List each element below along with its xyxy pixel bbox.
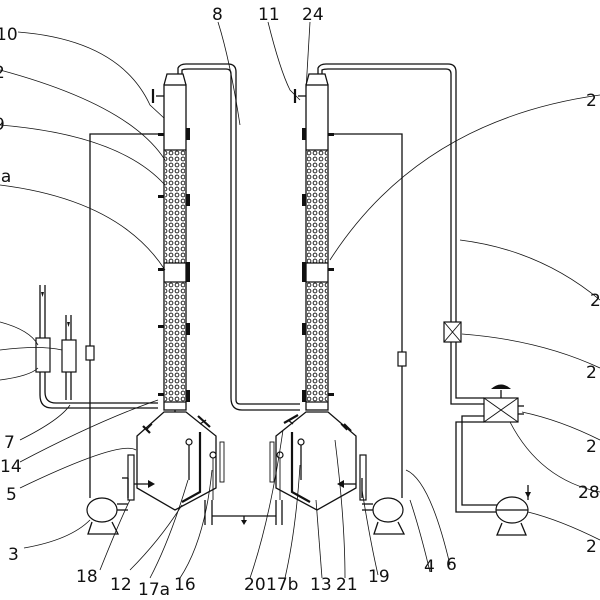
vapor-pipes: [177, 63, 524, 513]
label-8: 8: [212, 5, 223, 25]
right-reflux-line: [334, 133, 407, 498]
left-column-packing-lower: [165, 282, 185, 402]
left-reflux-line: [85, 133, 158, 498]
label-5: 5: [6, 485, 17, 505]
left-pump: [86, 477, 155, 535]
label-9: 9: [0, 115, 5, 135]
reference-labels: 10 8 11 24 2 9 9a 7 14 5 3 18 12 17a 16 …: [0, 5, 600, 600]
label-11: 11: [258, 5, 280, 25]
label-17b: 17b: [266, 575, 298, 595]
label-right-2: 2: [586, 363, 597, 383]
right-reboiler: [269, 411, 367, 525]
label-7: 7: [4, 433, 15, 453]
label-9a: 9a: [0, 167, 11, 187]
right-top-valve: [293, 89, 306, 103]
label-21: 21: [336, 575, 358, 595]
left-column-packing-upper: [165, 150, 185, 263]
right-column-flanges: [302, 128, 334, 402]
left-reboiler: [127, 410, 225, 525]
label-18: 18: [76, 567, 98, 587]
label-12: 12: [110, 575, 132, 595]
label-20: 20: [244, 575, 266, 595]
label-10: 10: [0, 25, 18, 45]
right-column-packing-upper: [307, 150, 327, 263]
label-right-28: 28: [578, 483, 600, 503]
label-24: 24: [302, 5, 324, 25]
label-16: 16: [174, 575, 196, 595]
label-right-4: 2: [586, 537, 597, 557]
label-right-1: 2: [586, 91, 597, 111]
right-small-pump: [337, 478, 406, 535]
label-3: 3: [8, 545, 19, 565]
left-column-flanges: [158, 128, 190, 402]
right-pump: [495, 485, 531, 536]
label-2-top: 2: [0, 63, 5, 83]
label-19: 19: [368, 567, 390, 587]
right-column: [293, 73, 334, 411]
label-14: 14: [0, 457, 22, 477]
left-column: [151, 73, 190, 411]
bottom-connection: [212, 515, 276, 525]
label-13: 13: [310, 575, 332, 595]
label-17a: 17a: [138, 580, 170, 600]
label-6: 6: [446, 555, 457, 575]
feed-line: [35, 285, 158, 409]
right-column-packing-lower: [307, 282, 327, 402]
label-right-6: 2: [590, 291, 600, 311]
label-4: 4: [424, 557, 435, 577]
left-top-valve: [151, 89, 164, 103]
label-right-3: 2: [586, 437, 597, 457]
leader-lines: [0, 21, 600, 579]
